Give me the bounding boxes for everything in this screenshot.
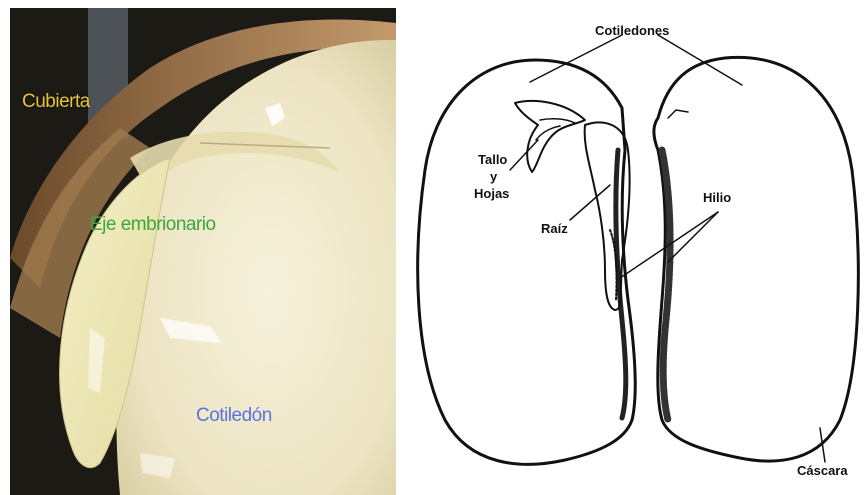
seed-diagram [400, 0, 868, 495]
label-eje-embrionario: Eje embrionario [90, 214, 216, 236]
right-cotyledon-outline [654, 57, 858, 461]
plumule [515, 101, 585, 172]
plumule-vein-1 [540, 119, 575, 123]
seed-diagram-panel: Cotiledones Tallo y Hojas Raíz Hilio Cás… [400, 0, 868, 495]
leader-cotiledones-left [530, 35, 622, 82]
label-tallo: Tallo [478, 152, 507, 167]
leader-tallo [510, 140, 538, 170]
label-cotiledon: Cotiledón [196, 405, 272, 427]
left-cotyledon-outline [418, 60, 636, 464]
label-cotiledones: Cotiledones [595, 23, 669, 38]
leader-raiz [570, 185, 610, 220]
label-cubierta: Cubierta [22, 91, 90, 113]
label-cascara: Cáscara [797, 463, 848, 478]
seed-photo-panel: Cubierta Eje embrionario Cotiledón [10, 8, 396, 495]
label-hilio: Hilio [703, 190, 731, 205]
leader-hilio-2 [668, 212, 718, 262]
leader-cotiledones-right [658, 35, 742, 85]
cotyledon-notch [668, 110, 688, 118]
plumule-vein-2 [536, 126, 560, 140]
label-raiz: Raíz [541, 221, 568, 236]
label-y: y [490, 169, 497, 184]
label-hojas: Hojas [474, 186, 509, 201]
